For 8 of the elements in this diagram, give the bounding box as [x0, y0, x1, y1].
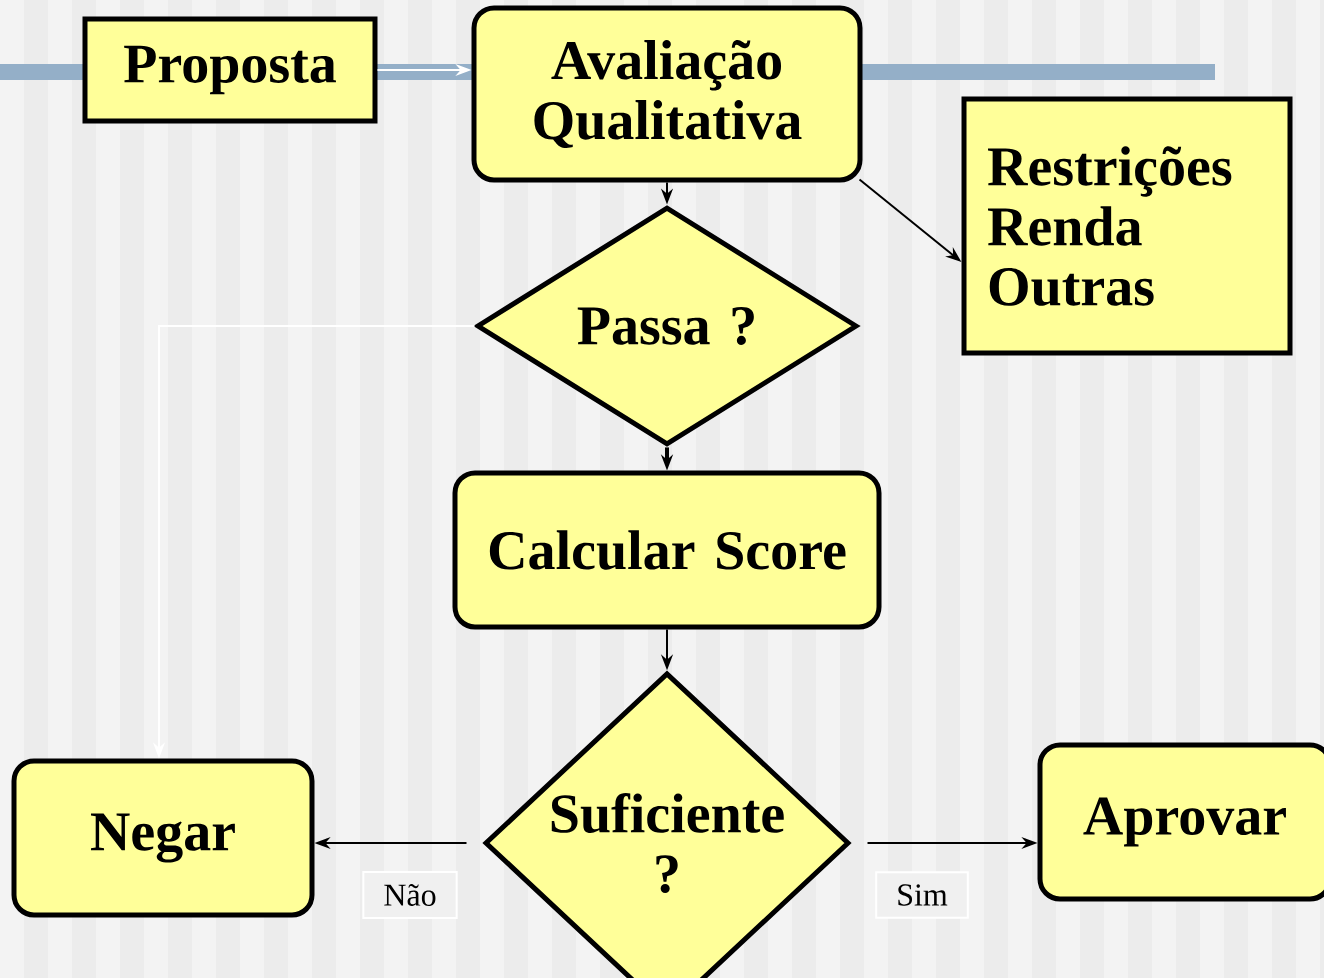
process-box: Negar	[11, 758, 315, 918]
process-box: Aprovar	[1037, 742, 1324, 902]
edge-label: Não	[362, 871, 458, 919]
process-box: Restrições Renda Outras	[961, 96, 1293, 356]
process-box: Proposta	[82, 16, 378, 124]
process-box: Avaliação Qualitativa	[471, 5, 863, 183]
edge-label: Sim	[875, 871, 969, 919]
process-box: Calcular Score	[452, 470, 882, 630]
